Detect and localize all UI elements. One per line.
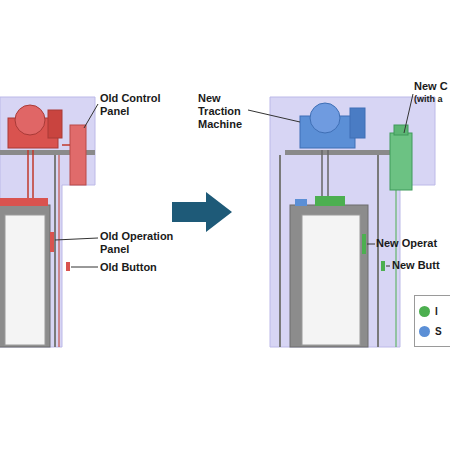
leader-line (84, 104, 98, 128)
new-motor (350, 108, 365, 138)
legend-row: S (419, 321, 450, 341)
old-cable (62, 144, 70, 146)
machine-beam (285, 150, 405, 155)
new-sheave (310, 103, 340, 133)
hoist-rope (27, 150, 29, 198)
leader-line (55, 238, 98, 240)
leader-line (71, 267, 98, 268)
guide-rail (377, 155, 379, 347)
callout-label: New Traction Machine (198, 92, 248, 131)
callout-label: (with a (414, 94, 443, 105)
callout-label: Old Button (100, 261, 157, 274)
legend-swatch (419, 326, 430, 337)
callout-label: New Operat (376, 237, 437, 250)
car-top-part (295, 199, 307, 206)
callout-label: Old Operation Panel (100, 230, 180, 256)
car-door (302, 215, 360, 345)
car-top-device (315, 196, 345, 206)
hoist-rope (32, 150, 34, 198)
guide-rail (54, 155, 56, 347)
hoist-rope (321, 150, 323, 196)
leader-line (404, 94, 413, 133)
legend-text: S (435, 326, 442, 337)
callout-label: Old Control Panel (100, 92, 166, 118)
old-motor (48, 110, 62, 138)
car-door (5, 215, 45, 345)
guide-rail (279, 155, 281, 347)
legend-swatch (419, 306, 430, 317)
old-operation-panel (50, 232, 54, 252)
leader-line (386, 266, 390, 267)
old-car (0, 205, 50, 347)
legend-row: I (419, 301, 450, 321)
old-button (66, 262, 70, 271)
old-sheave (15, 105, 45, 135)
new-control-panel (390, 133, 412, 190)
old-car-top (0, 198, 48, 206)
upgrade-arrow (172, 192, 232, 232)
new-button (381, 261, 385, 271)
new-car (290, 205, 368, 347)
hoist-rope (327, 150, 329, 196)
old-control-panel (70, 125, 86, 185)
legend-text: I (435, 306, 438, 317)
old-wiring (59, 155, 60, 347)
new-operation-panel (362, 234, 366, 254)
leader-line (248, 110, 300, 122)
new-shaft (270, 97, 435, 347)
leader-line (367, 244, 375, 245)
callout-label: New Butt (392, 259, 440, 272)
legend-box: IS (414, 295, 450, 347)
callout-label: New C (414, 80, 448, 93)
